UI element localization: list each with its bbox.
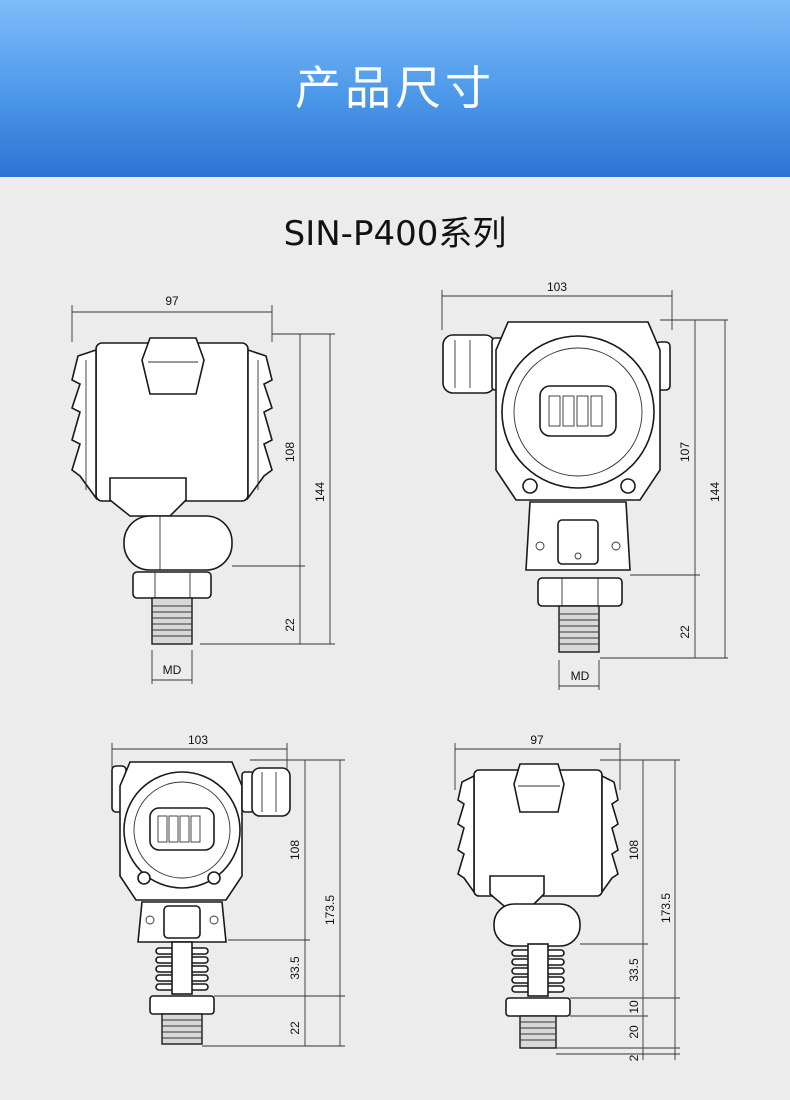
dim-height-upper: 108 bbox=[288, 840, 302, 860]
dim-thread: 20 bbox=[627, 1025, 641, 1039]
dim-height-upper: 108 bbox=[627, 840, 641, 860]
dim-height-upper: 108 bbox=[283, 442, 297, 462]
dim-height-total: 144 bbox=[708, 482, 722, 502]
dim-thread: 22 bbox=[288, 1021, 302, 1035]
dim-height-total: 173.5 bbox=[323, 895, 337, 925]
dim-nut: 10 bbox=[627, 1000, 641, 1014]
header-banner: 产品尺寸 bbox=[0, 0, 790, 177]
dim-md: MD bbox=[571, 669, 590, 683]
page-title: 产品尺寸 bbox=[295, 61, 495, 115]
side-view-1: 97 108 144 22 bbox=[71, 294, 335, 684]
dim-bottom: 2 bbox=[627, 1054, 641, 1061]
dim-height-upper: 107 bbox=[678, 442, 692, 462]
dim-width: 97 bbox=[530, 733, 544, 747]
dim-width: 103 bbox=[547, 280, 567, 294]
dim-width: 103 bbox=[188, 733, 208, 747]
dim-height-total: 173.5 bbox=[659, 893, 673, 923]
dim-md: MD bbox=[163, 663, 182, 677]
dim-thread: 22 bbox=[283, 618, 297, 632]
dim-width: 97 bbox=[165, 294, 179, 308]
dim-fin: 33.5 bbox=[288, 956, 302, 980]
front-view-2: 103 bbox=[111, 733, 345, 1047]
side-view-2: 97 108 bbox=[454, 733, 680, 1061]
dim-fin: 33.5 bbox=[627, 958, 641, 982]
series-title: SIN-P400系列 bbox=[283, 214, 507, 254]
dim-height-total: 144 bbox=[313, 482, 327, 502]
dim-thread: 22 bbox=[678, 625, 692, 639]
front-view-1: 103 bbox=[441, 280, 728, 690]
